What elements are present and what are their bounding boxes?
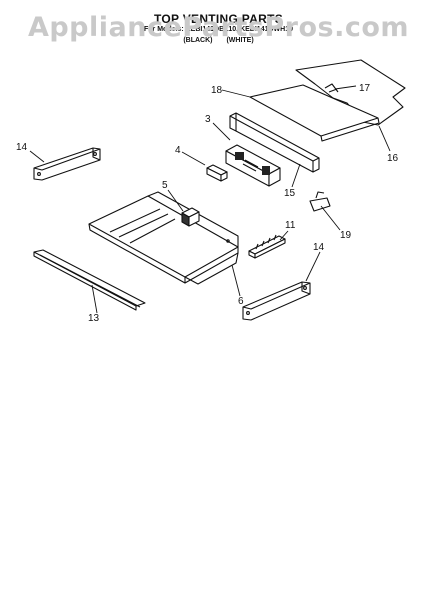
callout-14-left: 14 bbox=[16, 142, 28, 153]
part-6-vent-tray bbox=[88, 191, 239, 285]
part-14-left-bracket bbox=[33, 147, 101, 181]
diagram-title: TOP VENTING PARTS bbox=[153, 12, 284, 26]
color-label-black: (BLACK) bbox=[183, 37, 213, 44]
callout-labels: 18 17 3 16 14 4 15 5 19 11 14 6 13 bbox=[16, 83, 399, 324]
part-14-right-bracket bbox=[242, 281, 311, 321]
callout-13: 13 bbox=[88, 313, 100, 324]
part-18-upper-plate bbox=[249, 84, 380, 142]
part-19-clip bbox=[309, 191, 331, 212]
watermark: AppliancePartsPros.com bbox=[27, 12, 410, 43]
model-numbers: For Models: KEBI141DBL10, KEBI141DWH10 bbox=[144, 26, 293, 33]
callout-16: 16 bbox=[387, 153, 399, 164]
callout-4: 4 bbox=[175, 145, 181, 156]
leader-lines bbox=[29, 85, 391, 314]
callout-18: 18 bbox=[211, 85, 223, 96]
callout-5: 5 bbox=[162, 180, 168, 191]
color-label-white: (WHITE) bbox=[226, 37, 254, 44]
part-15-rail bbox=[229, 112, 320, 173]
callout-14-right: 14 bbox=[313, 242, 325, 253]
part-3-blower bbox=[225, 144, 281, 187]
part-16-top-panel bbox=[295, 59, 406, 126]
color-labels: (BLACK) (WHITE) bbox=[0, 37, 437, 44]
callout-6: 6 bbox=[238, 296, 244, 307]
part-11-terminal-strip bbox=[248, 234, 286, 259]
callout-19: 19 bbox=[340, 230, 352, 241]
part-13-trim-strip bbox=[33, 249, 146, 311]
callout-3: 3 bbox=[205, 114, 211, 125]
part-5-bracket bbox=[181, 207, 200, 227]
part-4-block bbox=[206, 164, 228, 182]
callout-17: 17 bbox=[359, 83, 371, 94]
callout-11: 11 bbox=[285, 220, 296, 231]
callout-15: 15 bbox=[284, 188, 296, 199]
